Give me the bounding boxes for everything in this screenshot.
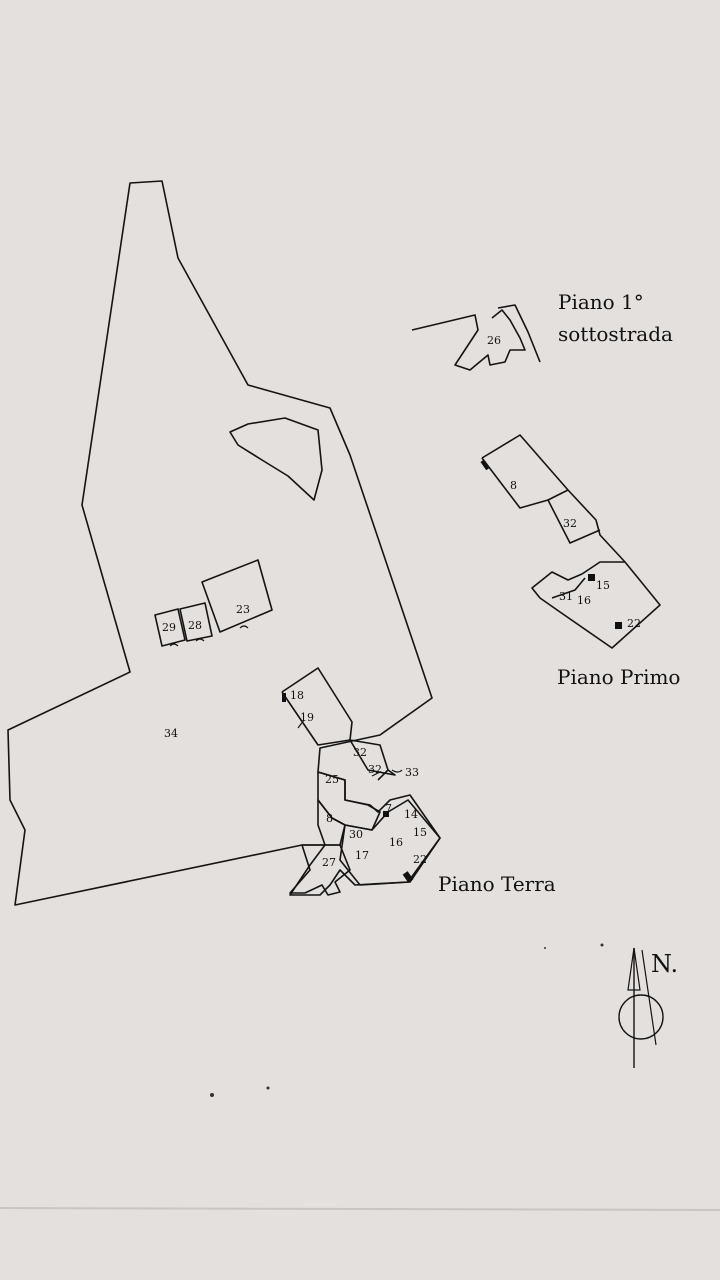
parcel-15-label: 15 — [413, 826, 427, 839]
parcel-29-label: 29 — [162, 621, 176, 634]
ground-floor-label: Piano Terra — [438, 872, 556, 896]
ground-floor-building-18-19 — [281, 691, 351, 746]
ground-floor-room-27 — [289, 844, 351, 896]
first-floor-room-31-16 — [551, 561, 625, 599]
building-23 — [201, 559, 273, 633]
parcel-23-label: 23 — [236, 603, 250, 616]
first-floor-parcel-22-label: 22 — [627, 617, 641, 630]
basement-parcel-26-label: 26 — [487, 334, 501, 347]
parcel-17-label: 17 — [355, 849, 369, 862]
door-28 — [195, 638, 205, 642]
parcel-34-label: 34 — [164, 727, 178, 740]
door-32b — [371, 771, 381, 777]
parcel-8-label: 8 — [326, 812, 333, 825]
parcel-18-label: 18 — [290, 689, 304, 702]
basement-label-line2: sottostrada — [558, 322, 673, 346]
first-floor-label: Piano Primo — [557, 665, 680, 689]
door-23 — [239, 625, 249, 629]
parcel-19-label: 19 — [300, 711, 314, 724]
island-outline — [229, 417, 323, 501]
first-floor-parcel-32-label: 32 — [563, 517, 577, 530]
building-29 — [154, 608, 186, 647]
parcel-16-label: 16 — [389, 836, 403, 849]
building-28 — [179, 602, 213, 642]
lot-34-outline — [7, 180, 441, 906]
parcel-32b-label: 32 — [368, 763, 382, 776]
north-arrow-icon — [618, 947, 664, 1068]
first-floor-parcel-31-label: 31 — [559, 590, 573, 603]
first-floor-room-32 — [547, 499, 601, 544]
north-label: N. — [651, 950, 678, 978]
parcel-30-label: 30 — [349, 828, 363, 841]
door-29 — [169, 643, 179, 647]
parcel-25-label: 25 — [325, 773, 339, 786]
parcel-14-label: 14 — [404, 808, 418, 821]
wall-mark-18 — [282, 693, 286, 702]
parcel-28-label: 28 — [188, 619, 202, 632]
basement-plan-outline — [411, 304, 541, 371]
parcel-7-label: 7 — [385, 802, 392, 815]
door-19 — [297, 719, 305, 729]
parcel-32a-label: 32 — [353, 746, 367, 759]
basement-label-line1: Piano 1° — [558, 290, 644, 314]
door-33 — [391, 769, 403, 773]
first-floor-wall-mark-15 — [588, 574, 595, 581]
wall-mark-7 — [383, 811, 389, 817]
ground-floor-room-32 — [349, 739, 396, 776]
paper-specks — [210, 943, 604, 1097]
first-floor-plan-outline — [481, 434, 661, 649]
first-floor-parcel-15-label: 15 — [596, 579, 610, 592]
first-floor-room-8 — [481, 457, 569, 509]
first-floor-wall-mark-22 — [615, 622, 622, 629]
parcel-33-label: 33 — [405, 766, 419, 779]
page-fold — [0, 1207, 720, 1211]
parcel-27-label: 27 — [322, 856, 336, 869]
first-floor-parcel-8-label: 8 — [510, 479, 517, 492]
first-floor-parcel-16-label: 16 — [577, 594, 591, 607]
ground-floor-main-block — [339, 799, 441, 886]
parcel-22-label: 22 — [413, 853, 427, 866]
wall-mark-22 — [402, 871, 414, 883]
first-floor-wall-mark-8 — [480, 459, 490, 471]
